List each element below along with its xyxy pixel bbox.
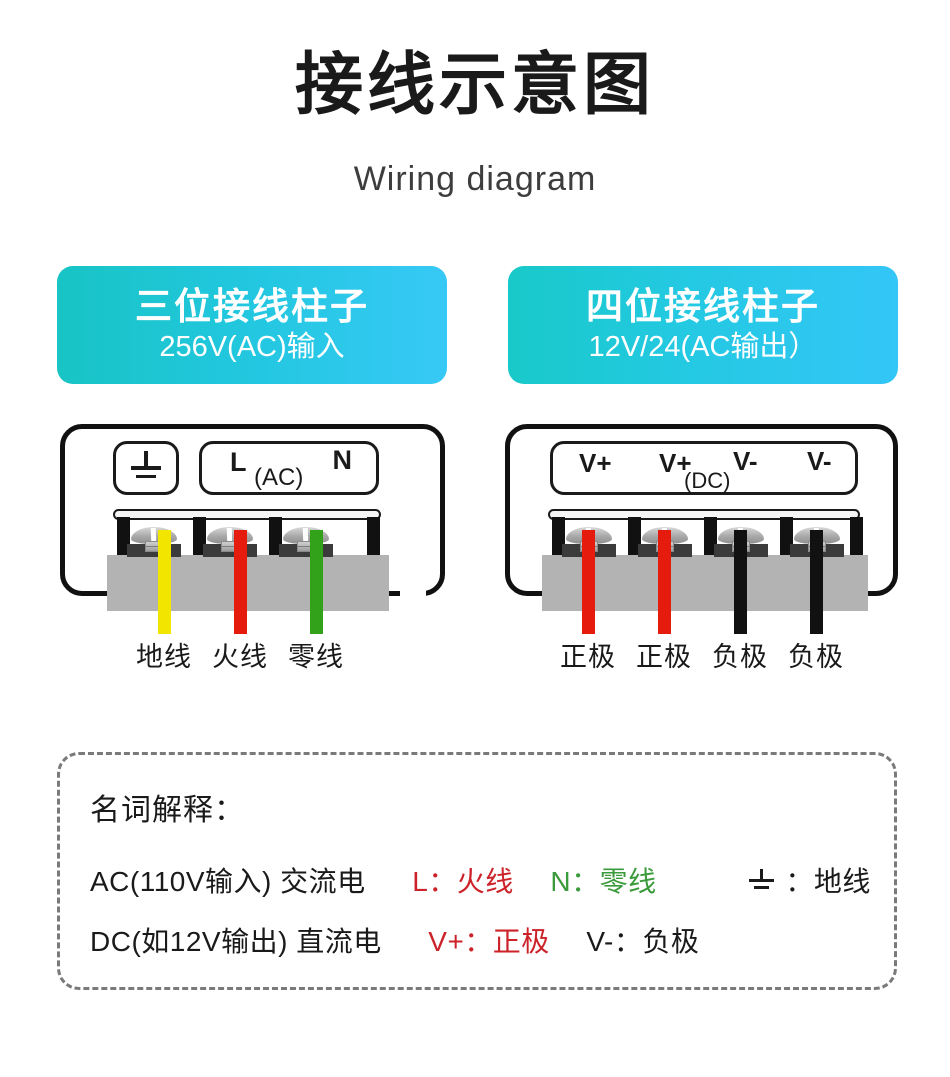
banner-subtitle: 12V/24(AC输出） [588,331,818,364]
ground-icon [747,869,777,891]
wire-label-neutral: 零线 [288,642,344,672]
wire-label-ground: 地线 [136,642,192,672]
banner-subtitle: 256V(AC)输入 [159,331,345,364]
terminal-body [107,555,389,611]
legend-box: 名词解释： AC(110V输入) 交流电 L：火线 N：零线 ：地线 DC(如1… [57,752,897,990]
dc-label-chip: V+ V+ V- V- (DC) [550,441,858,495]
terminal-label-vplus-1: V+ [579,448,612,478]
divider-post [367,517,380,561]
page-title: 接线示意图 [294,47,655,123]
divider-post [117,517,130,561]
terminal-block-four-position: V+ V+ V- V- (DC) [505,424,898,611]
legend-row-ac: AC(110V输入) 交流电 L：火线 N：零线 ：地线 [90,860,871,900]
divider-post [552,517,565,561]
banner-title: 四位接线柱子 [586,285,820,327]
wire-label-live: 火线 [212,642,268,672]
legend-dc-base: DC(如12V输出) 直流电 [90,926,382,957]
terminal-label-dc: (DC) [684,468,731,493]
wire-label-negative-1: 负极 [712,642,768,672]
legend-negative: V-：负极 [586,926,700,957]
wire-negative-1 [734,530,747,634]
legend-neutral: N：零线 [550,866,657,897]
legend-positive: V+：正极 [428,926,550,957]
ground-label-chip [113,441,179,495]
ground-icon [129,451,163,485]
terminal-rail [113,509,381,520]
legend-row-dc: DC(如12V输出) 直流电 V+：正极 V-：负极 [90,920,699,960]
legend-ground: ：地线 [785,866,871,897]
divider-post [780,517,793,561]
banner-four-terminal: 四位接线柱子 12V/24(AC输出） [508,266,898,384]
terminal-label-vplus-2: V+ [659,448,692,478]
terminal-label-ac: (AC) [254,464,304,491]
terminal-block-three-position: L (AC) N [60,424,445,611]
wire-label-positive-2: 正极 [636,642,692,672]
divider-post [704,517,717,561]
wire-live [234,530,247,634]
wire-positive-1 [582,530,595,634]
legend-title: 名词解释： [90,794,245,827]
legend-live: L：火线 [412,866,514,897]
wire-label-negative-2: 负极 [788,642,844,672]
block-notch [400,588,426,597]
wire-neutral [310,530,323,634]
wire-ground [158,530,171,634]
terminal-label-vminus-2: V- [807,446,832,476]
terminal-label-vminus-1: V- [733,446,758,476]
divider-post [628,517,641,561]
wire-negative-2 [810,530,823,634]
wire-label-positive-1: 正极 [560,642,616,672]
divider-post [193,517,206,561]
banner-title: 三位接线柱子 [135,285,369,327]
divider-post [850,517,863,561]
terminal-label-l: L [230,447,247,477]
divider-post [269,517,282,561]
terminal-label-n: N [332,445,353,475]
legend-ac-base: AC(110V输入) 交流电 [90,866,366,897]
ln-label-chip: L (AC) N [199,441,379,495]
page-subtitle: Wiring diagram [353,160,597,198]
wire-positive-2 [658,530,671,634]
banner-three-terminal: 三位接线柱子 256V(AC)输入 [57,266,447,384]
